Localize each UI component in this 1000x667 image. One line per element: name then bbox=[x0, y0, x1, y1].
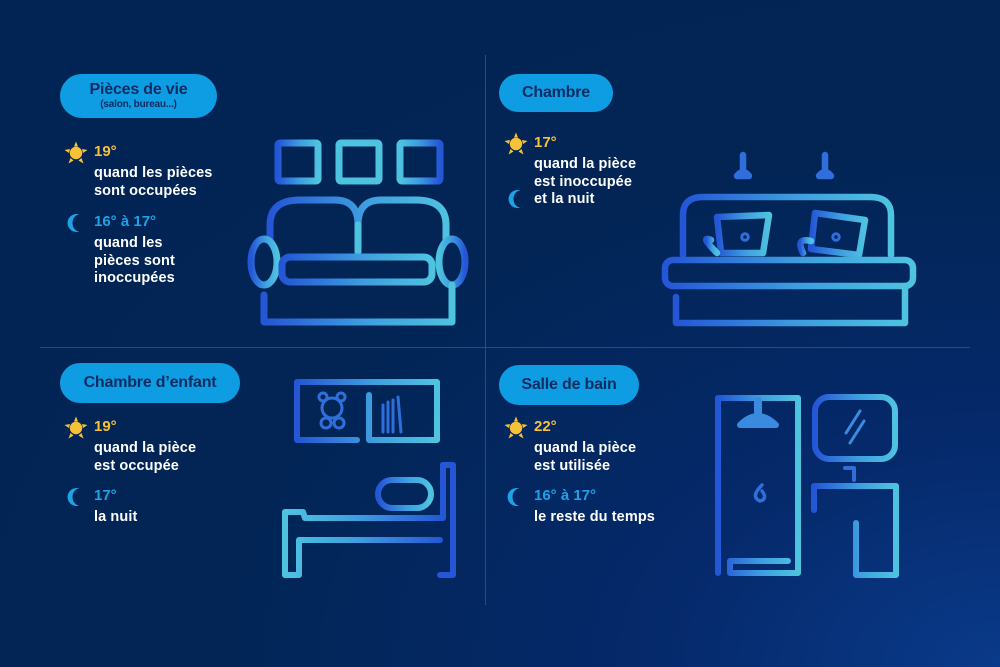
section-title-kids-room: Chambre d’enfant bbox=[60, 363, 240, 403]
sofa-icon bbox=[247, 139, 469, 326]
shower-sink-icon bbox=[715, 394, 899, 578]
sun-icon bbox=[504, 132, 528, 156]
vertical-divider bbox=[485, 55, 486, 605]
sun-icon bbox=[64, 141, 88, 165]
double-bed-icon bbox=[661, 151, 917, 327]
kids-bed-shelf-icon bbox=[282, 379, 456, 578]
title-text: Chambre d’enfant bbox=[83, 373, 217, 391]
subtitle-text: (salon, bureau...) bbox=[100, 98, 177, 110]
section-title-bedroom: Chambre bbox=[499, 74, 613, 112]
night-temperature: 16° à 17° bbox=[534, 487, 597, 504]
night-description: la nuit bbox=[94, 509, 138, 525]
title-text: Pièces de vie bbox=[89, 80, 188, 98]
horizontal-divider bbox=[40, 347, 970, 348]
moon-icon bbox=[504, 485, 528, 509]
day-entry-living: 19° quand les pièces sont occupées bbox=[64, 143, 212, 200]
section-title-living-rooms: Pièces de vie (salon, bureau...) bbox=[60, 74, 217, 118]
day-entry-kids: 19° quand la pièce est occupée bbox=[64, 418, 196, 475]
moon-icon bbox=[505, 187, 529, 211]
moon-icon bbox=[64, 211, 88, 235]
day-temperature: 19° bbox=[94, 418, 117, 435]
night-entry-bathroom: 16° à 17° le reste du temps bbox=[504, 487, 655, 527]
section-title-bathroom: Salle de bain bbox=[499, 365, 639, 405]
day-temperature: 17° bbox=[534, 134, 557, 151]
title-text: Chambre bbox=[522, 83, 590, 101]
night-temperature: 16° à 17° bbox=[94, 213, 157, 230]
day-temperature: 22° bbox=[534, 418, 557, 435]
day-description: quand la pièce est utilisée bbox=[534, 440, 637, 474]
sun-icon bbox=[504, 416, 528, 440]
night-temperature: 17° bbox=[94, 487, 117, 504]
day-entry-bathroom: 22° quand la pièce est utilisée bbox=[504, 418, 636, 475]
day-description: quand la pièce est occupée bbox=[94, 440, 197, 474]
day-description: quand la pièce est inoccupée et la nuit bbox=[534, 156, 637, 207]
day-temperature: 19° bbox=[94, 143, 117, 160]
day-entry-bedroom: 17° quand la pièce est inoccupée et la n… bbox=[504, 134, 636, 209]
day-description: quand les pièces sont occupées bbox=[94, 165, 213, 199]
sun-icon bbox=[64, 416, 88, 440]
night-entry-kids: 17° la nuit bbox=[64, 487, 137, 527]
night-entry-living: 16° à 17° quand les pièces sont inoccupé… bbox=[64, 213, 175, 288]
night-description: quand les pièces sont inoccupées bbox=[94, 235, 175, 286]
title-text: Salle de bain bbox=[521, 375, 617, 393]
moon-icon bbox=[64, 485, 88, 509]
night-description: le reste du temps bbox=[534, 509, 655, 525]
